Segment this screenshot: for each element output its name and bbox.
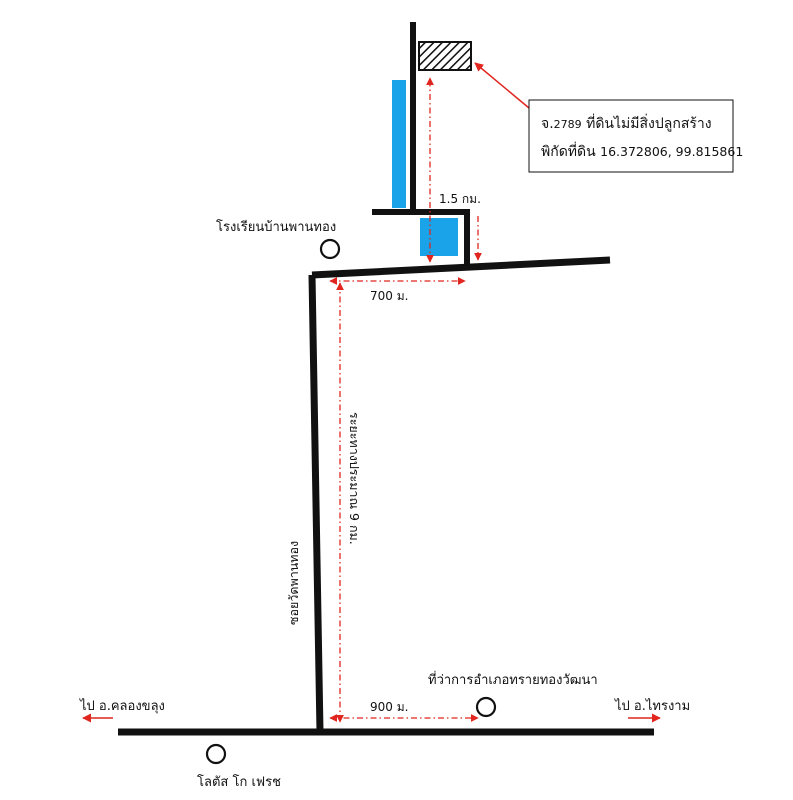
callout-leader (474, 62, 530, 109)
callout-coordinates: 16.372806, 99.815861 (600, 144, 743, 159)
pond (420, 218, 458, 256)
canal (392, 80, 406, 208)
soi-name-label: ซอยวัดพานทอง (286, 541, 301, 625)
distance-north-label: 1.5 กม. (439, 192, 481, 206)
callout-parcel-text: ที่ดินไม่มีสิ่งปลูกสร้าง (582, 114, 712, 132)
callout-line-1: จ.2789 ที่ดินไม่มีสิ่งปลูกสร้าง (541, 114, 712, 132)
lotus-marker (205, 743, 227, 765)
callout-box (528, 99, 734, 173)
distance-bottom-label: 900 ม. (370, 700, 408, 714)
direction-right-label: ไป อ.ไทรงาม (614, 698, 690, 714)
district-office-label: ที่ว่าการอำเภอทรายทองวัฒนา (428, 671, 598, 688)
distance-soi-label: ระยะทางประมาณ 9 กม. (347, 412, 362, 545)
top-road (311, 256, 611, 279)
land-plot (418, 41, 472, 71)
distance-top-label: 700 ม. (370, 289, 408, 303)
callout-line-2: พิกัดที่ดิน 16.372806, 99.815861 (541, 142, 743, 160)
soi-road (308, 274, 324, 733)
direction-left-label: ไป อ.คลองขลุง (79, 698, 165, 714)
callout-prefix-2: พิกัดที่ดิน (541, 142, 600, 160)
school-marker (319, 238, 341, 260)
north-connector-road (372, 209, 470, 265)
lotus-label: โลตัส โก เฟรช (197, 774, 281, 790)
callout-parcel-number: 2789 (554, 118, 582, 131)
district-office-marker (475, 696, 497, 718)
school-label: โรงเรียนบ้านพานทอง (216, 219, 336, 235)
callout-prefix-1: จ. (541, 116, 554, 132)
